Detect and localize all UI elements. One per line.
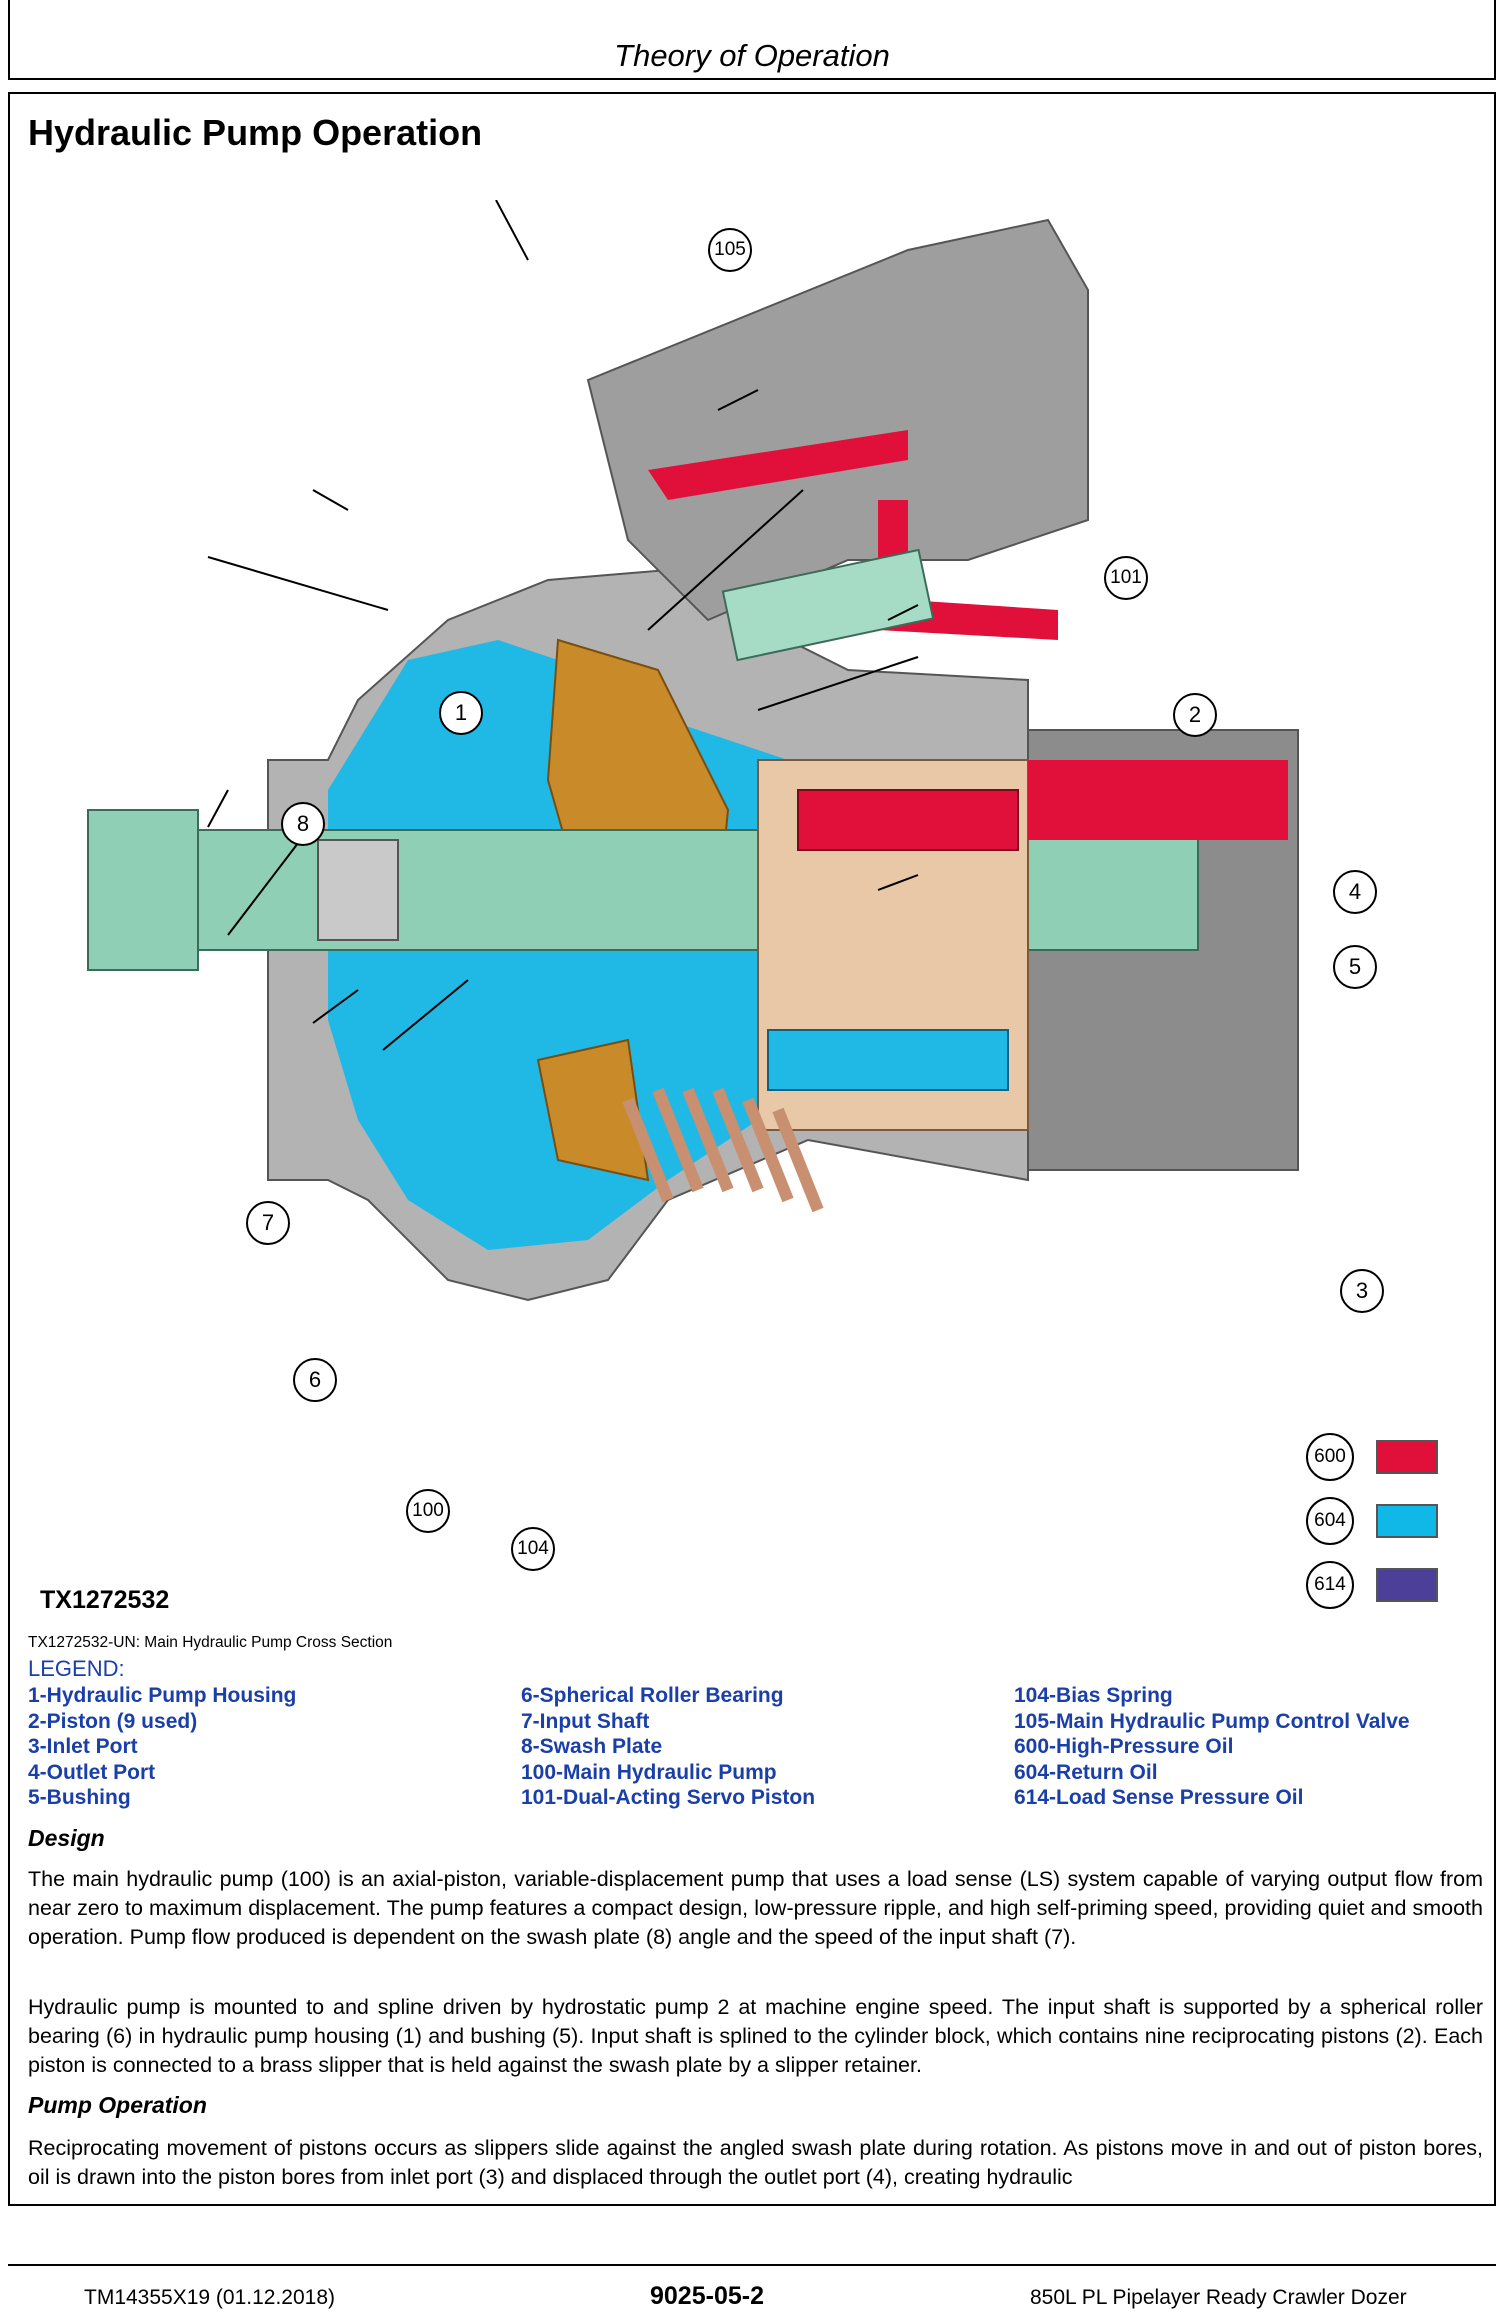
- roller-bearing: [317, 839, 399, 941]
- callout-8: 8: [281, 802, 325, 846]
- design-paragraph-2: Hydraulic pump is mounted to and spline …: [28, 1995, 1483, 2077]
- legend-item: 8-Swash Plate: [521, 1735, 663, 1758]
- callout-2: 2: [1173, 693, 1217, 737]
- color-key-swatch-604: [1376, 1504, 1438, 1538]
- pump-operation-paragraph-1: Reciprocating movement of pistons occurs…: [28, 2136, 1483, 2189]
- legend-item: 600-High-Pressure Oil: [1014, 1735, 1234, 1758]
- legend-item: 101-Dual-Acting Servo Piston: [521, 1786, 816, 1809]
- legend-item: 3-Inlet Port: [28, 1735, 138, 1758]
- legend-item: 2-Piston (9 used): [28, 1709, 198, 1733]
- color-key-number-604: 604: [1306, 1497, 1354, 1545]
- color-key-number-614: 614: [1306, 1561, 1354, 1609]
- piston-return: [767, 1029, 1009, 1091]
- callout-4: 4: [1333, 870, 1377, 914]
- callout-104: 104: [511, 1527, 555, 1571]
- color-key-swatch-600: [1376, 1440, 1438, 1474]
- legend-item: 7-Input Shaft: [521, 1709, 650, 1733]
- design-heading: Design: [28, 1825, 105, 1851]
- figure-caption: TX1272532-UN: Main Hydraulic Pump Cross …: [28, 1634, 393, 1651]
- legend-item: 1-Hydraulic Pump Housing: [28, 1684, 297, 1707]
- callout-7: 7: [246, 1201, 290, 1245]
- callout-3: 3: [1340, 1269, 1384, 1313]
- callout-1: 1: [439, 691, 483, 735]
- section-title: Hydraulic Pump Operation: [28, 112, 483, 153]
- legend-item: 6-Spherical Roller Bearing: [521, 1684, 784, 1707]
- callout-105: 105: [708, 228, 752, 272]
- page-header: Theory of Operation: [614, 38, 890, 73]
- callout-100: 100: [406, 1489, 450, 1533]
- servo-piston: [721, 548, 935, 662]
- color-key-number-600: 600: [1306, 1433, 1354, 1481]
- footer-page-number: 9025-05-2: [650, 2282, 764, 2310]
- figure-id: TX1272532: [40, 1586, 170, 1614]
- pump-cross-section-figure: [87, 200, 1299, 1302]
- callout-101: 101: [1104, 556, 1148, 600]
- legend-column-1: 1-Hydraulic Pump Housing 2-Piston (9 use…: [28, 1683, 508, 1811]
- bias-spring: [622, 1087, 824, 1213]
- leader-lines: [207, 200, 919, 1051]
- control-line-red: [648, 430, 1058, 640]
- color-key-swatch-614: [1376, 1568, 1438, 1602]
- footer-doc-id: TM14355X19 (01.12.2018): [84, 2286, 336, 2309]
- legend-item: 4-Outlet Port: [28, 1760, 156, 1784]
- legend-item: 100-Main Hydraulic Pump: [521, 1760, 777, 1784]
- legend-column-2: 6-Spherical Roller Bearing 7-Input Shaft…: [521, 1683, 1001, 1811]
- legend-item: 614-Load Sense Pressure Oil: [1014, 1786, 1304, 1809]
- legend-item: 604-Return Oil: [1014, 1760, 1158, 1784]
- input-shaft: [87, 829, 1199, 951]
- callout-5: 5: [1333, 945, 1377, 989]
- high-pressure-line: [1028, 760, 1288, 840]
- legend-title: LEGEND:: [28, 1656, 125, 1681]
- shaft-spline: [87, 809, 199, 971]
- swash-plate-lower: [536, 1038, 650, 1182]
- content-frame: [8, 92, 1496, 2206]
- legend-item: 104-Bias Spring: [1014, 1684, 1173, 1707]
- piston-high-pressure: [797, 789, 1019, 851]
- callout-6: 6: [293, 1358, 337, 1402]
- footer-model: 850L PL Pipelayer Ready Crawler Dozer: [1030, 2286, 1407, 2309]
- footer-rule: [8, 2264, 1496, 2266]
- header-frame: [8, 0, 1496, 80]
- legend-column-3: 104-Bias Spring 105-Main Hydraulic Pump …: [1014, 1683, 1494, 1811]
- design-paragraph-1: The main hydraulic pump (100) is an axia…: [28, 1867, 1483, 1949]
- control-valve-block: [586, 218, 1089, 622]
- legend-item: 5-Bushing: [28, 1786, 131, 1809]
- pump-operation-heading: Pump Operation: [28, 2092, 207, 2118]
- legend-item: 105-Main Hydraulic Pump Control Valve: [1014, 1709, 1410, 1733]
